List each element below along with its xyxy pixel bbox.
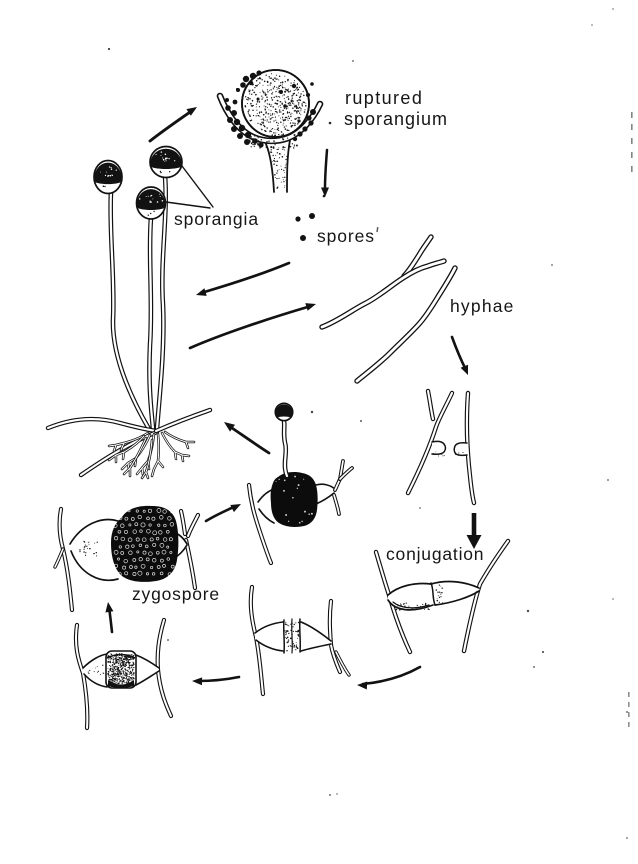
- svg-text:sporangia: sporangia: [174, 209, 259, 229]
- svg-text:spores: spores: [317, 226, 375, 246]
- svg-text:sporangium: sporangium: [344, 109, 448, 129]
- svg-text:ruptured: ruptured: [345, 88, 423, 108]
- svg-text:conjugation: conjugation: [386, 544, 484, 564]
- svg-text:zygospore: zygospore: [132, 584, 220, 604]
- svg-text:hyphae: hyphae: [450, 296, 515, 316]
